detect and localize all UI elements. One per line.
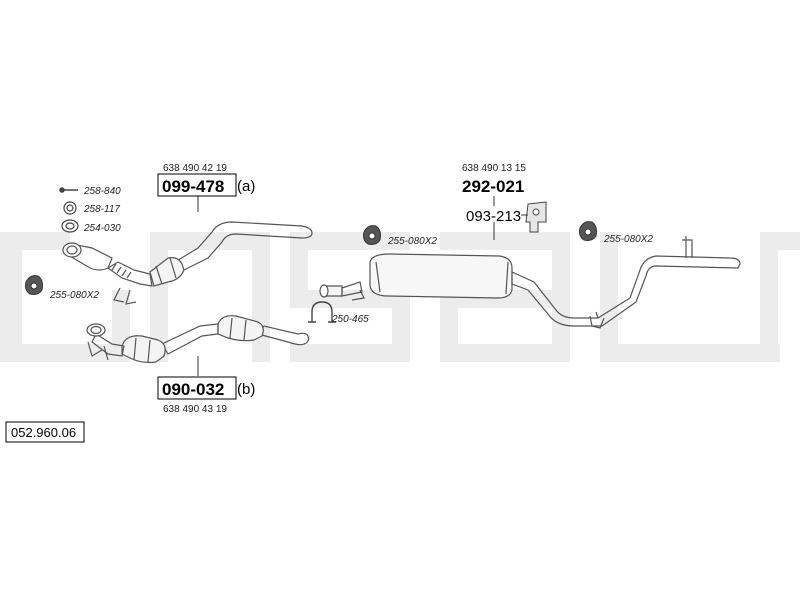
catalyst-b-part-number[interactable]: 090-032	[162, 380, 224, 399]
catalyst-b-oe-number: 638 490 43 19	[163, 404, 227, 415]
clamp-left-part-number[interactable]: 255-080X2	[49, 290, 99, 301]
catalyst-a-part-box	[157, 173, 237, 197]
catalyst-b-part-box	[157, 376, 237, 400]
u-clamp-part-number[interactable]: 250-465	[331, 314, 369, 325]
u-clamp-icon	[308, 301, 336, 323]
clamp-right-part-number[interactable]: 255-080X2	[603, 234, 653, 245]
clamp-mid-part-number[interactable]: 255-080X2	[387, 236, 437, 247]
bolt-icon	[59, 187, 78, 193]
catalyst-b-suffix: (b)	[237, 381, 255, 398]
gasket-icon	[61, 219, 79, 233]
rear-part-number[interactable]: 292-021	[462, 177, 524, 196]
catalyst-a-suffix: (a)	[237, 178, 255, 195]
rear-oe-number: 638 490 13 15	[462, 163, 526, 174]
clamp-mid-icon	[363, 225, 381, 245]
watermark-logo	[0, 232, 800, 362]
gasket-part-number[interactable]: 254-030	[83, 223, 121, 234]
catalyst-a-part-number[interactable]: 099-478	[162, 177, 224, 196]
ring-icon	[63, 201, 77, 215]
catalyst-a-assembly	[62, 221, 313, 305]
diagram-ref-number: 052.960.06	[11, 425, 76, 440]
bracket-part-number[interactable]: 093-213	[466, 208, 521, 225]
clamp-right-icon	[579, 221, 597, 241]
ring-part-number[interactable]: 258-117	[83, 204, 120, 215]
catalyst-b-assembly	[86, 315, 310, 364]
rear-silencer-assembly	[319, 236, 741, 329]
leader-lines	[197, 196, 528, 376]
bolt-part-number[interactable]: 258-840	[83, 186, 121, 197]
catalyst-a-oe-number: 638 490 42 19	[163, 163, 227, 174]
clamp-left-icon	[25, 275, 43, 295]
diagram-ref-box	[5, 421, 85, 443]
bracket-093-213-shape	[525, 201, 547, 233]
